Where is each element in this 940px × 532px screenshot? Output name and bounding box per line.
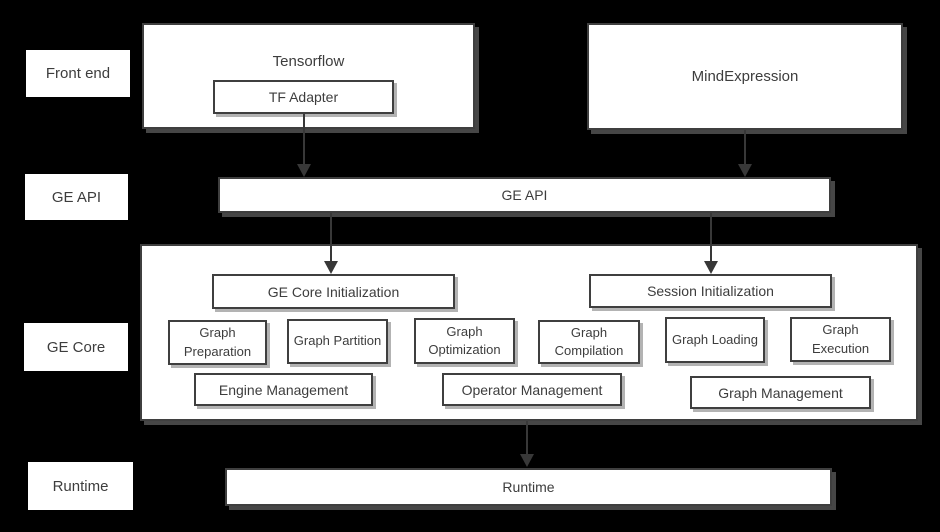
tf-adapter-label: TF Adapter xyxy=(268,89,339,105)
row-label-front-end: Front end xyxy=(26,50,130,97)
tensorflow-box: Tensorflow TF Adapter xyxy=(142,23,475,129)
arrow-tf-adapter-to-ge-api xyxy=(297,114,311,177)
graph-partition-box: Graph Partition xyxy=(287,319,388,364)
arrow-mindexpression-to-ge-api xyxy=(738,130,752,177)
graph-optimization-label: Graph Optimization xyxy=(428,323,501,357)
operator-management-box: Operator Management xyxy=(442,373,622,406)
graph-compilation-label: Graph Compilation xyxy=(554,324,624,358)
row-label-text: GE Core xyxy=(46,338,106,356)
graph-preparation-box: Graph Preparation xyxy=(168,320,267,365)
row-label-runtime: Runtime xyxy=(28,462,133,510)
graph-management-label: Graph Management xyxy=(718,384,843,401)
engine-management-box: Engine Management xyxy=(194,373,373,406)
runtime-bar: Runtime xyxy=(225,468,832,506)
operator-management-label: Operator Management xyxy=(461,381,603,398)
graph-loading-label: Graph Loading xyxy=(671,331,758,347)
ge-core-initialization-label: GE Core Initialization xyxy=(267,283,400,300)
runtime-bar-label: Runtime xyxy=(502,479,555,495)
arrow-ge-api-to-ge-core-initialization xyxy=(324,213,338,274)
mindexpression-label: MindExpression xyxy=(691,68,799,85)
mindexpression-box: MindExpression xyxy=(587,23,903,130)
graph-loading-box: Graph Loading xyxy=(665,317,765,363)
graph-partition-label: Graph Partition xyxy=(293,333,382,349)
graph-execution-label: Graph Execution xyxy=(811,322,870,356)
row-label-ge-core: GE Core xyxy=(24,323,128,371)
arrow-ge-api-to-session-initialization xyxy=(704,213,718,274)
row-label-text: GE API xyxy=(51,188,102,206)
row-label-ge-api: GE API xyxy=(25,174,128,220)
ge-core-box: GE Core Initialization Session Initializ… xyxy=(140,244,918,421)
arrow-ge-core-to-runtime xyxy=(520,421,534,467)
ge-core-initialization-box: GE Core Initialization xyxy=(212,274,455,309)
graph-management-box: Graph Management xyxy=(690,376,871,409)
row-label-text: Runtime xyxy=(52,477,109,495)
graph-compilation-box: Graph Compilation xyxy=(538,320,640,364)
ge-api-bar-label: GE API xyxy=(501,187,548,203)
session-initialization-label: Session Initialization xyxy=(647,283,774,299)
graph-preparation-label: Graph Preparation xyxy=(183,325,252,359)
ge-api-bar: GE API xyxy=(218,177,831,213)
row-label-text: Front end xyxy=(45,65,111,82)
graph-optimization-box: Graph Optimization xyxy=(414,318,515,364)
graph-execution-box: Graph Execution xyxy=(790,317,891,362)
tensorflow-label: Tensorflow xyxy=(272,53,345,70)
session-initialization-box: Session Initialization xyxy=(589,274,832,308)
engine-management-label: Engine Management xyxy=(218,381,349,398)
tf-adapter-box: TF Adapter xyxy=(213,80,394,114)
